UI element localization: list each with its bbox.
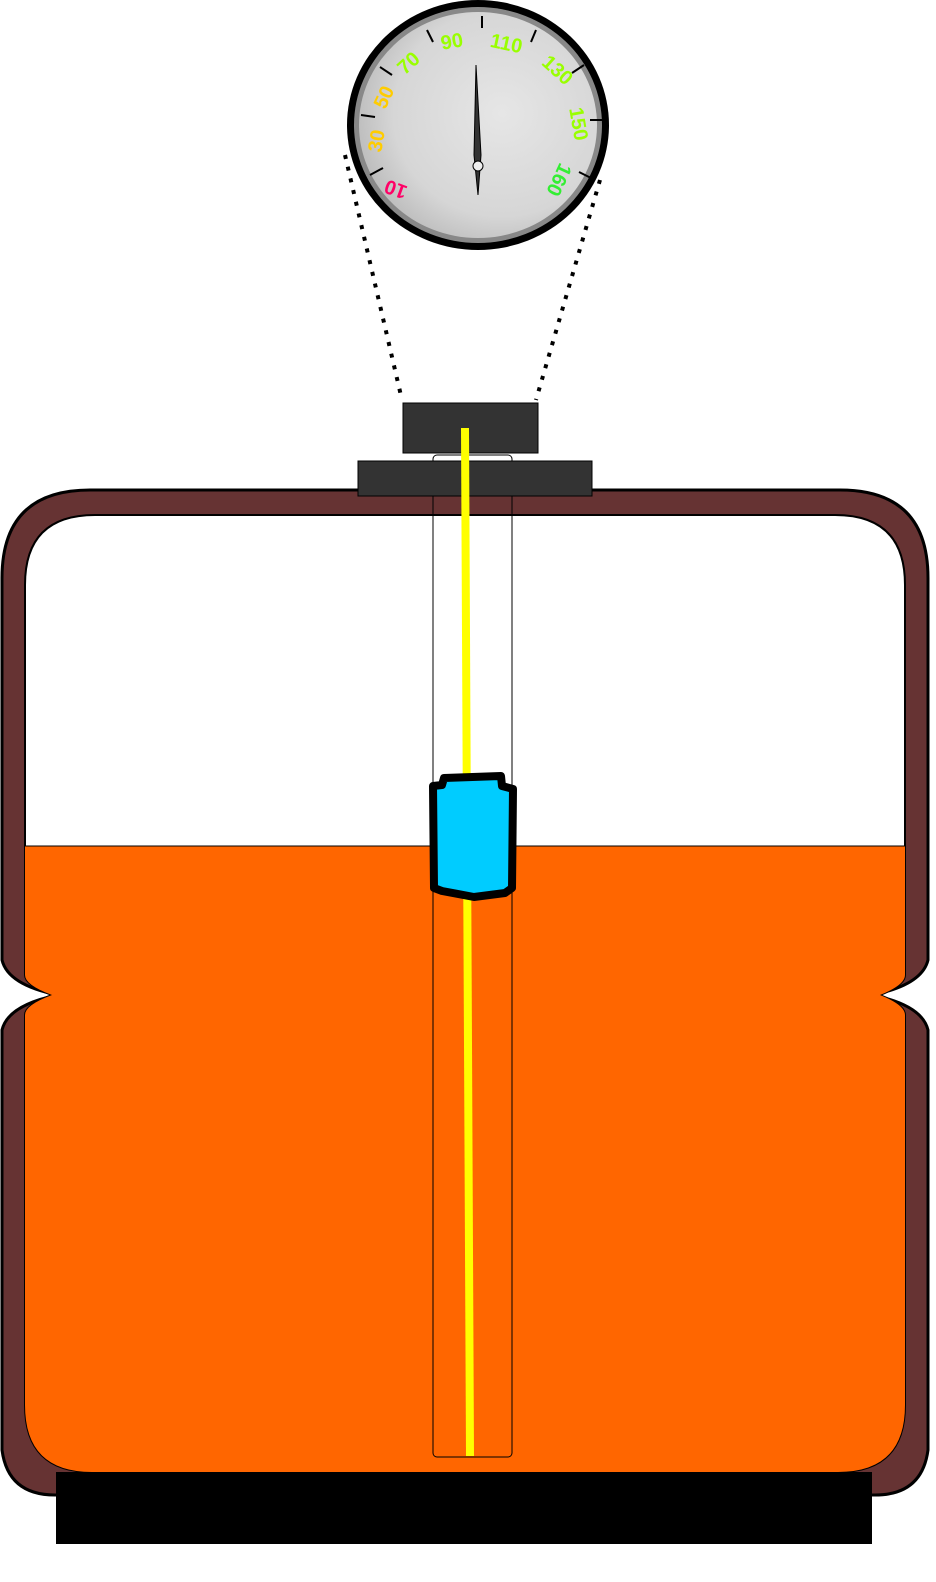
gauge-label-30: 30 (364, 128, 390, 154)
gauge-ticks (360, 16, 604, 179)
gauge-label-90: 90 (439, 29, 465, 55)
sender-rod (461, 427, 474, 1457)
filler-cap-base (357, 460, 593, 497)
fuel-gauge: 10 30 50 70 90 110 130 150 160 (347, 0, 609, 250)
float-guide-tube (432, 454, 513, 1458)
tank-base (56, 1472, 872, 1544)
leader-line-right (534, 179, 602, 401)
sender-unit (402, 402, 539, 454)
gauge-needle-pivot (472, 160, 484, 172)
float (429, 772, 517, 901)
